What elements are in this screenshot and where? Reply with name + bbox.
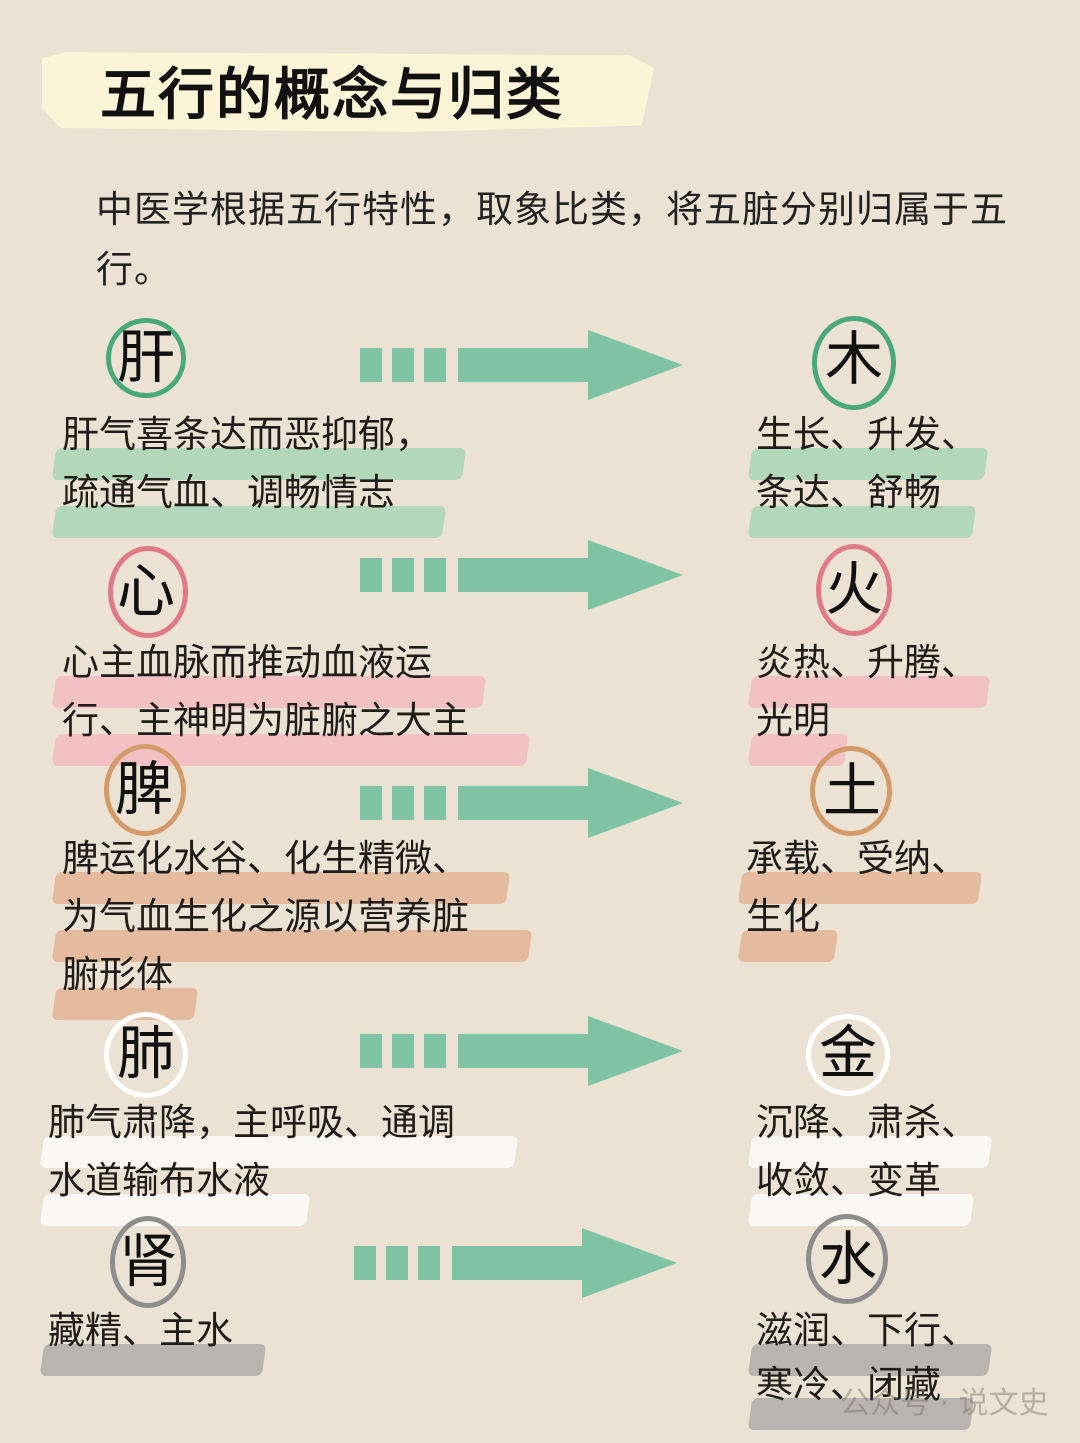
title-banner xyxy=(42,52,654,132)
organ-desc-liver-line2: 疏通气血、调畅情志 xyxy=(62,471,395,514)
organ-desc-lung-line2: 水道输布水液 xyxy=(48,1159,270,1202)
element-desc-earth-line1: 承载、受纳、 xyxy=(746,837,968,880)
organ-ring-lung xyxy=(104,1012,188,1098)
organ-desc-heart-line2: 行、主神明为脏腑之大主 xyxy=(62,699,469,742)
element-desc-earth-line2: 生化 xyxy=(746,895,820,938)
organ-desc-spleen-line2: 为气血生化之源以营养脏 xyxy=(62,895,469,938)
organ-desc-heart-line1: 心主血脉而推动血液运 xyxy=(62,641,432,684)
organ-desc-kidney-line1: 藏精、主水 xyxy=(48,1309,233,1352)
element-ring-earth xyxy=(810,746,892,836)
page-title: 五行的概念与归类 xyxy=(100,63,564,128)
organ-desc-spleen-line1: 脾运化水谷、化生精微、 xyxy=(62,837,469,880)
organ-heart: 心 xyxy=(116,557,175,625)
organ-spleen: 脾 xyxy=(114,755,173,823)
element-desc-metal-line1: 沉降、肃杀、 xyxy=(756,1101,978,1144)
element-ring-fire xyxy=(816,544,892,636)
arrow-kidney-water xyxy=(354,1228,677,1298)
organ-ring-liver xyxy=(106,318,186,398)
arrow-heart-fire xyxy=(360,540,683,610)
arrow-lung-metal xyxy=(360,1016,683,1086)
organ-desc-lung-line1: 肺气肃降，主呼吸、通调 xyxy=(48,1101,455,1144)
element-desc-fire-line1: 炎热、升腾、 xyxy=(756,641,978,684)
element-desc-fire-line2: 光明 xyxy=(756,699,830,742)
element-water: 水 xyxy=(818,1225,877,1293)
element-desc-water-line2: 寒冷、闭藏 xyxy=(756,1363,941,1406)
organ-lung: 肺 xyxy=(116,1019,175,1087)
element-wood-char: 木 xyxy=(824,325,883,393)
element-ring-metal xyxy=(806,1014,890,1096)
organ-ring-spleen xyxy=(104,744,186,836)
organ-liver: 肝 xyxy=(116,323,175,391)
watermark: 公众号 · 说文史 xyxy=(840,1386,1049,1421)
element-ring-wood xyxy=(812,316,896,410)
element-desc-wood-line2: 条达、舒畅 xyxy=(756,471,941,514)
organ-desc-liver-line1: 肝气喜条达而恶抑郁， xyxy=(62,413,432,456)
organ-ring-heart xyxy=(108,546,188,638)
element-fire: 火 xyxy=(824,555,883,623)
element-ring-water xyxy=(806,1214,888,1304)
element-desc-water-line1: 滋润、下行、 xyxy=(756,1309,978,1352)
element-desc-metal-line2: 收敛、变革 xyxy=(756,1159,941,1202)
organ-ring-kidney xyxy=(110,1216,186,1308)
element-metal: 金 xyxy=(818,1019,877,1087)
arrow-spleen-earth xyxy=(360,768,683,838)
element-earth: 土 xyxy=(822,757,881,825)
arrow-liver-wood xyxy=(360,330,683,400)
element-desc-wood-line1: 生长、升发、 xyxy=(756,413,978,456)
organ-kidney: 肾 xyxy=(118,1227,177,1295)
intro-text: 中医学根据五行特性，取象比类，将五脏分别归属于五行。 xyxy=(96,188,1008,291)
organ-desc-spleen-line3: 腑形体 xyxy=(62,953,173,996)
